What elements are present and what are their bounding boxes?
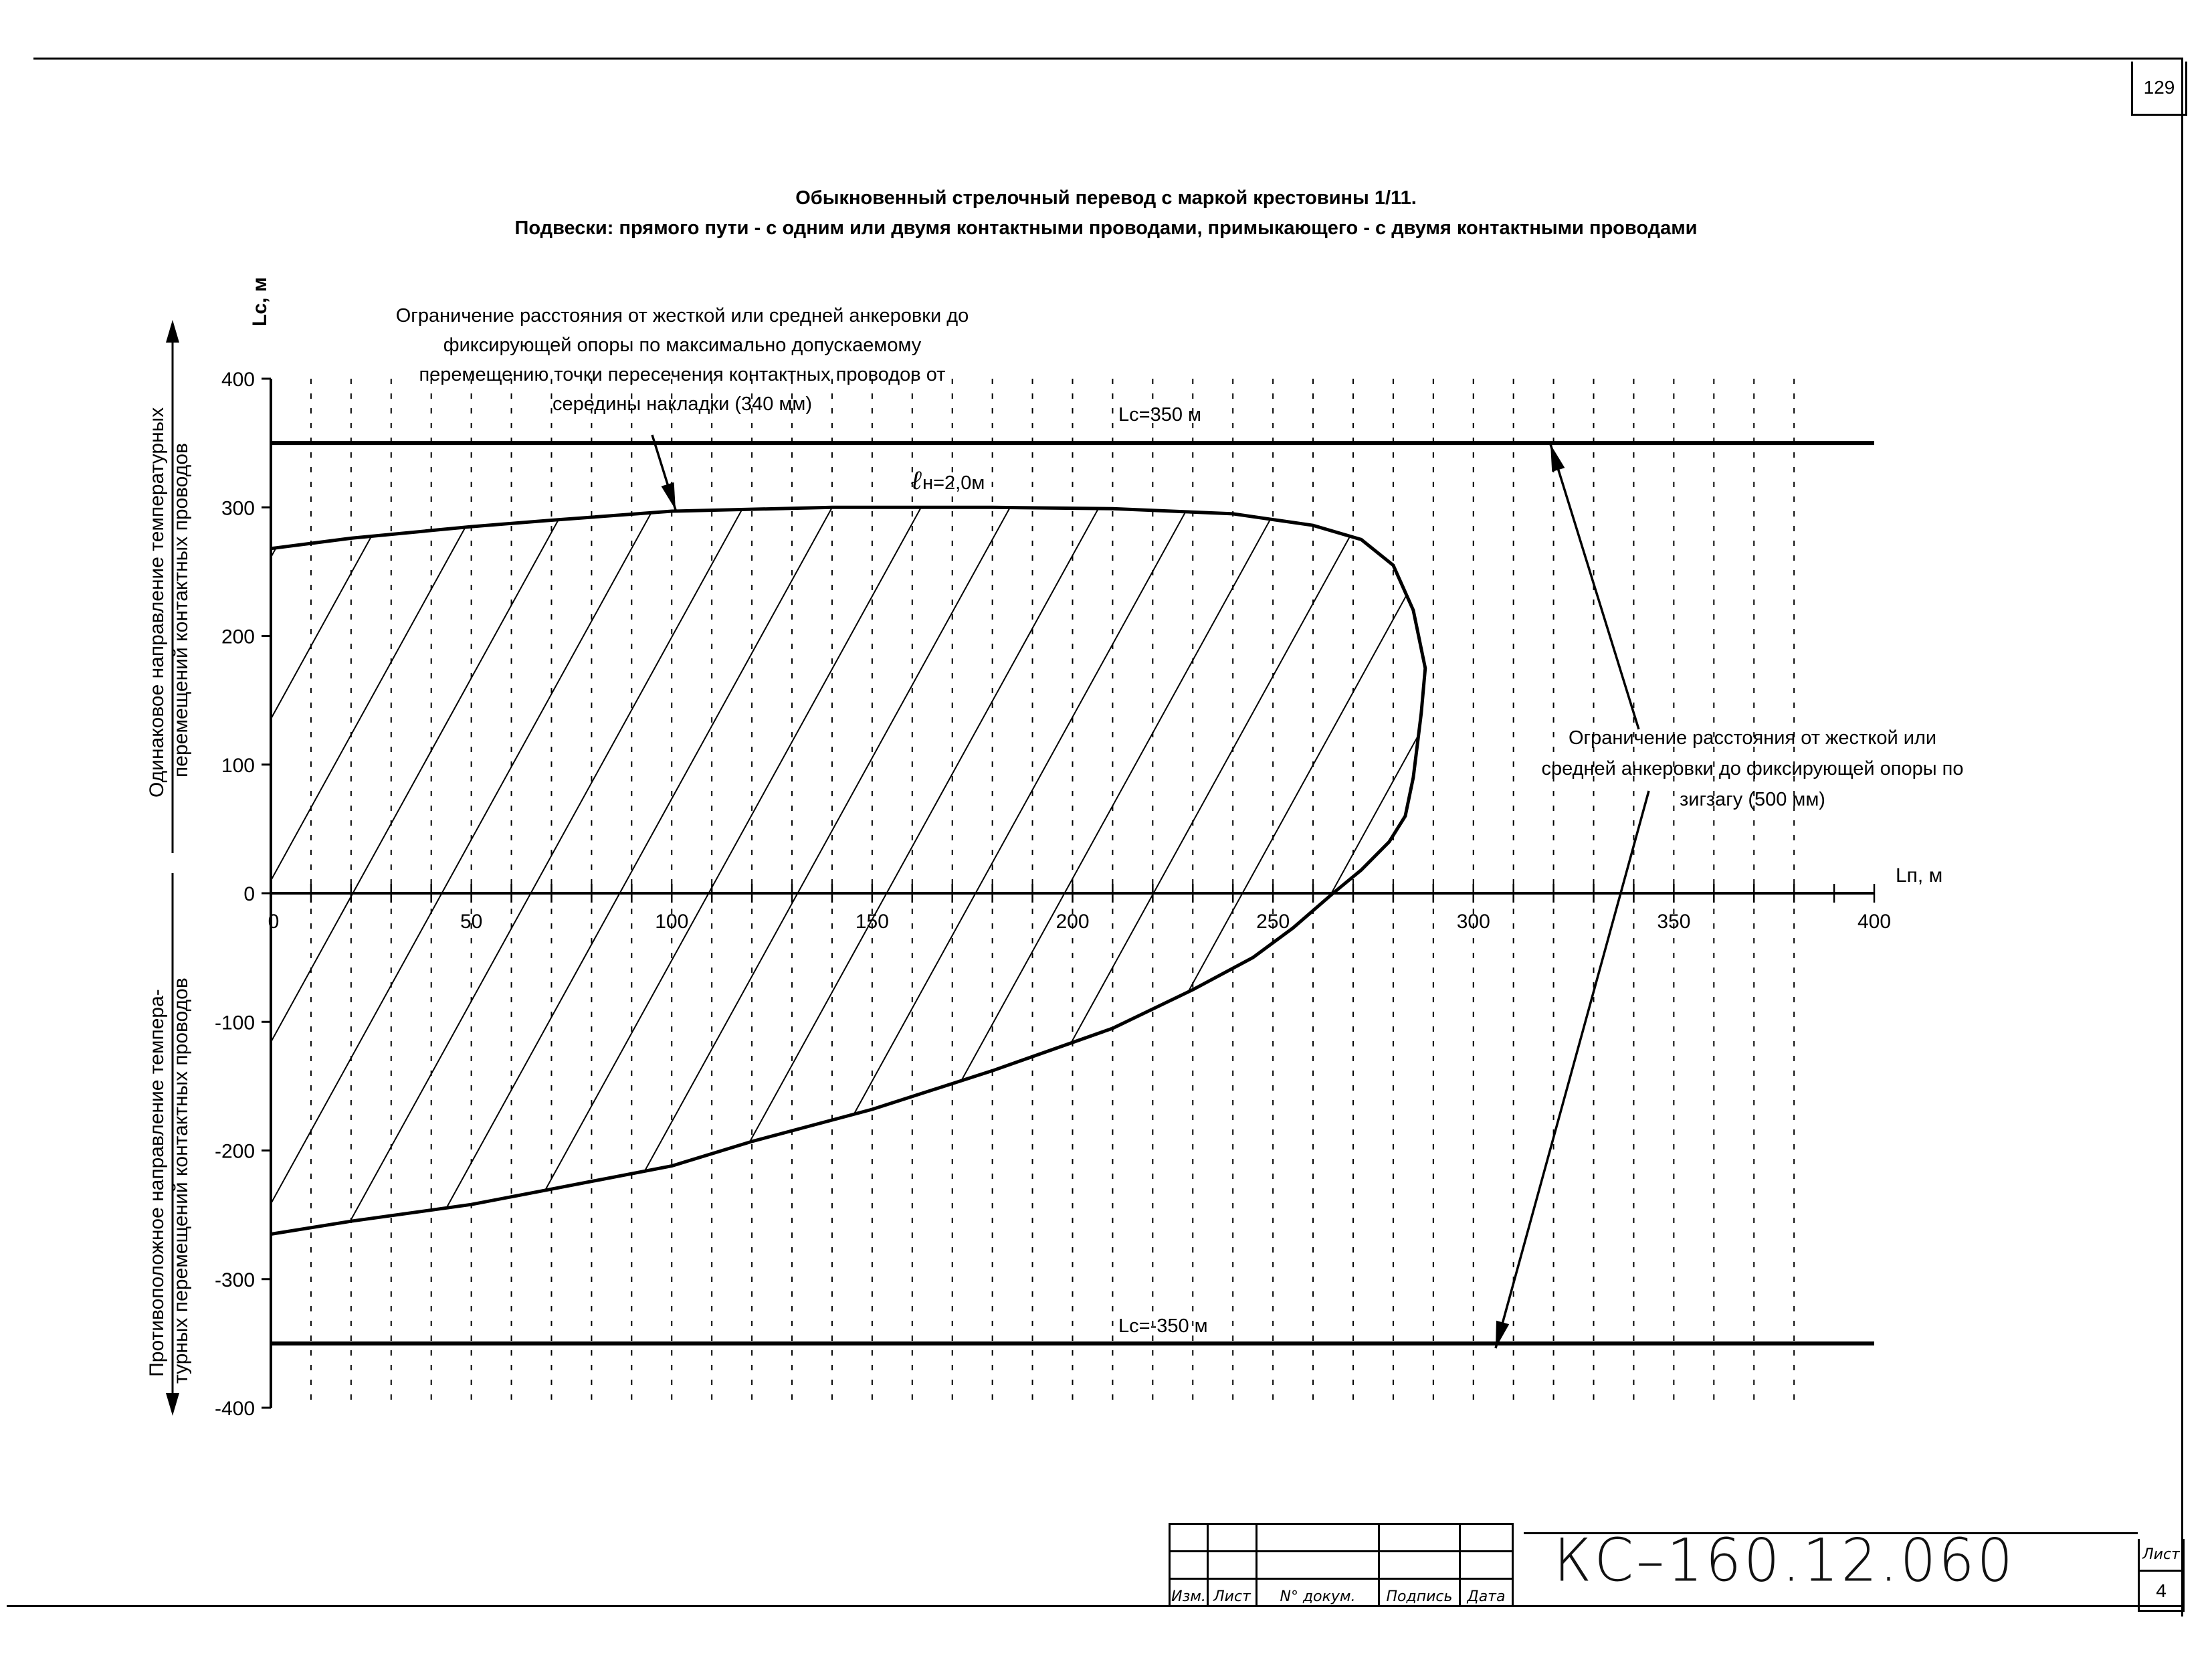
top-border-line xyxy=(33,58,2183,60)
svg-text:0: 0 xyxy=(243,883,255,905)
bottom-border-line xyxy=(7,1605,2183,1607)
allowed-region-boundary xyxy=(270,505,1427,1236)
svg-text:-200: -200 xyxy=(215,1141,255,1163)
svg-text:100: 100 xyxy=(655,911,688,933)
document-code: КС–160.12.060 xyxy=(1553,1526,2016,1595)
axes xyxy=(166,320,1876,1416)
opposite-direction-line-2: турных перемещений контактных проводов xyxy=(170,978,192,1384)
page-number-text: 129 xyxy=(2143,77,2175,98)
svg-text:300: 300 xyxy=(221,497,255,519)
stamp-header-izm: Изм. xyxy=(1169,1578,1209,1607)
svg-text:-300: -300 xyxy=(215,1269,255,1291)
svg-text:350: 350 xyxy=(1657,911,1690,933)
svg-text:-400: -400 xyxy=(215,1398,255,1420)
svg-text:400: 400 xyxy=(1857,911,1891,933)
svg-text:400: 400 xyxy=(221,369,255,391)
right-annotation-line-3: зигзагу (500 мм) xyxy=(1680,789,1825,810)
y-axis-title: Lc, м xyxy=(249,277,271,327)
same-direction-line-2: перемещений контактных проводов xyxy=(170,443,192,777)
stamp-header-date: Дата xyxy=(1459,1578,1514,1607)
svg-text:-100: -100 xyxy=(215,1012,255,1034)
svg-text:200: 200 xyxy=(221,626,255,648)
svg-text:0: 0 xyxy=(268,911,280,933)
stamp-header-doc: N° докум. xyxy=(1255,1578,1380,1607)
opposite-direction-label: Противоположное направление темпера- тур… xyxy=(145,978,196,1384)
upper-limit-label: Lc=350 м xyxy=(1118,404,1201,426)
x-axis-title: Lп, м xyxy=(1896,864,1943,887)
sheet-number-box: Лист 4 xyxy=(2138,1539,2185,1612)
top-annotation-line-1: Ограничение расстояния от жесткой или ср… xyxy=(395,305,969,327)
top-annotation: Ограничение расстояния от жесткой или ср… xyxy=(314,301,1050,419)
title-block-table: Изм. Лист N° докум. Подпись Дата xyxy=(1169,1523,1514,1607)
curve-label-symbol: ℓ xyxy=(911,464,923,496)
stamp-header-list: Лист xyxy=(1207,1578,1258,1607)
same-direction-label: Одинаковое направление температурных пер… xyxy=(145,407,196,798)
right-annotation-line-2: средней анкеровки до фиксирующей опоры п… xyxy=(1541,758,1964,779)
sheet-number: 4 xyxy=(2156,1580,2167,1601)
hatching xyxy=(271,507,1425,1234)
curve-label: ℓн=2,0м xyxy=(911,464,985,496)
annotation-arrows xyxy=(651,434,1650,1349)
stamp-header-sign: Подпись xyxy=(1378,1578,1461,1607)
lower-limit-label: Lc=-350 м xyxy=(1118,1315,1208,1337)
right-border-line xyxy=(2181,58,2183,1617)
svg-text:250: 250 xyxy=(1256,911,1290,933)
vertical-gridlines xyxy=(310,379,1795,1408)
right-annotation-line-1: Ограничение расстояния от жесткой или xyxy=(1568,727,1937,749)
svg-text:50: 50 xyxy=(460,911,482,933)
page-number: 129 xyxy=(2131,62,2187,116)
top-annotation-line-3: перемещению точки пересечения контактных… xyxy=(419,364,946,385)
opposite-direction-line-1: Противоположное направление темпера- xyxy=(146,989,168,1377)
svg-text:150: 150 xyxy=(856,911,889,933)
limit-lines xyxy=(271,441,1874,1346)
svg-text:100: 100 xyxy=(221,755,255,777)
same-direction-line-1: Одинаковое направление температурных xyxy=(146,407,168,798)
curve-label-text: н=2,0м xyxy=(922,472,985,494)
chart-title: Обыкновенный стрелочный перевод с маркой… xyxy=(795,187,1417,209)
sheet-label: Лист xyxy=(2140,1539,2183,1572)
right-annotation: Ограничение расстояния от жесткой или ср… xyxy=(1485,723,2020,815)
stamp-top-line xyxy=(1524,1532,2138,1534)
top-annotation-line-4: середины накладки (340 мм) xyxy=(552,393,812,415)
svg-text:200: 200 xyxy=(1055,911,1089,933)
tick-labels: 400 300 200 100 0 -100 -200 -300 -400 0 50 100 150 20… xyxy=(215,369,1891,1420)
svg-text:300: 300 xyxy=(1457,911,1490,933)
top-annotation-line-2: фиксирующей опоры по максимально допуска… xyxy=(443,335,922,356)
chart-subtitle: Подвески: прямого пути - с одним или дву… xyxy=(514,217,1698,239)
